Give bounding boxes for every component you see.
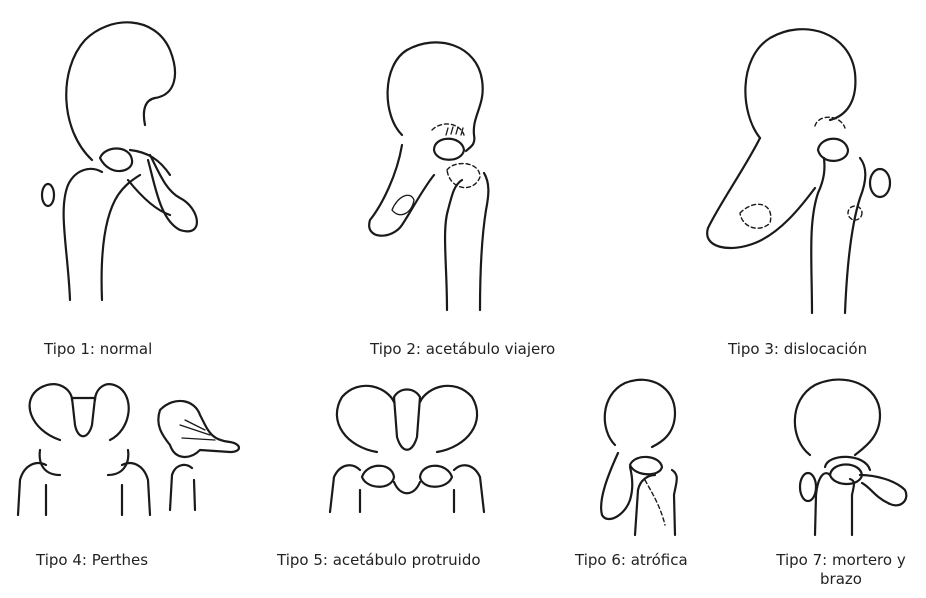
- femur-shaft-left: [815, 473, 830, 535]
- ischium: [148, 155, 197, 231]
- caption-tipo-2: Tipo 2: acetábulo viajero: [370, 340, 555, 359]
- caption-tipo-3: Tipo 3: dislocación: [728, 340, 867, 359]
- right-acetabulum: [420, 466, 452, 487]
- atrophy-dashed: [645, 480, 665, 525]
- femoral-head: [434, 139, 464, 160]
- pelvis-wing: [707, 138, 815, 248]
- femur-shaft-left: [445, 180, 462, 310]
- pelvis-left-wing: [30, 384, 72, 440]
- spike-marks: [446, 127, 463, 135]
- caption-tipo-5: Tipo 5: acetábulo protruido: [277, 551, 481, 570]
- sacrum: [72, 398, 95, 436]
- femoral-head-dashed: [447, 164, 480, 188]
- caption-tipo-7-line-2: brazo: [760, 570, 922, 589]
- ischium: [601, 453, 632, 519]
- ilium-outline: [745, 29, 855, 138]
- femur-shaft-left: [64, 169, 102, 300]
- hip-drawing-tipo-5: [322, 382, 492, 512]
- hip-drawing-tipo-7: [770, 375, 915, 535]
- femur-shaft-left: [811, 158, 824, 313]
- left-femur: [18, 463, 46, 515]
- femoral-head: [830, 465, 862, 485]
- femur-shaft-right: [845, 158, 865, 313]
- trochanter: [42, 184, 54, 206]
- ilium-outline: [605, 380, 675, 447]
- caption-tipo-1: Tipo 1: normal: [44, 340, 152, 359]
- hip-drawing-tipo-1: [30, 10, 220, 310]
- left-acetabulum: [362, 466, 394, 487]
- femoral-head-dislocated: [818, 139, 848, 161]
- right-femur: [122, 463, 150, 515]
- caption-tipo-7: Tipo 7: mortero y brazo: [760, 551, 922, 589]
- caption-tipo-7-line-1: Tipo 7: mortero y: [760, 551, 922, 570]
- trochanter: [870, 169, 890, 197]
- femur-shaft-left: [635, 475, 655, 535]
- hip-drawing-tipo-4: [10, 380, 245, 515]
- hip-drawing-tipo-6: [590, 375, 700, 535]
- left-hip: [40, 450, 60, 475]
- pelvis-right-wing: [95, 384, 129, 440]
- femoral-head: [630, 457, 662, 474]
- femoral-head: [100, 148, 132, 171]
- acetabulum-dashed: [815, 117, 845, 128]
- side-view: [158, 401, 239, 457]
- ilium-outline: [66, 22, 175, 160]
- ischium-pubis: [369, 145, 434, 236]
- femur-shaft-right: [480, 173, 488, 310]
- side-marks: [180, 420, 215, 440]
- right-femur: [454, 465, 484, 512]
- pelvis-right-wing: [420, 386, 477, 452]
- right-hip: [108, 450, 128, 475]
- femur-shaft-right: [672, 470, 677, 535]
- obturator: [740, 204, 771, 228]
- pubic-arch: [394, 482, 420, 493]
- hip-drawing-tipo-3: [700, 18, 900, 318]
- femur-shaft-right: [102, 175, 140, 300]
- side-femur: [170, 465, 195, 510]
- pelvis-left-wing: [337, 386, 394, 452]
- caption-tipo-6: Tipo 6: atrófica: [575, 551, 688, 570]
- mortar-cup: [825, 457, 870, 470]
- hip-drawing-tipo-2: [362, 35, 522, 315]
- ilium-outline: [795, 380, 880, 455]
- arm-pubis: [860, 475, 906, 505]
- sacrum: [394, 390, 420, 450]
- caption-tipo-4: Tipo 4: Perthes: [36, 551, 148, 570]
- ilium-outline: [388, 42, 483, 151]
- trochanter: [800, 473, 816, 501]
- femur-shaft-right: [850, 479, 854, 535]
- left-femur: [330, 465, 360, 512]
